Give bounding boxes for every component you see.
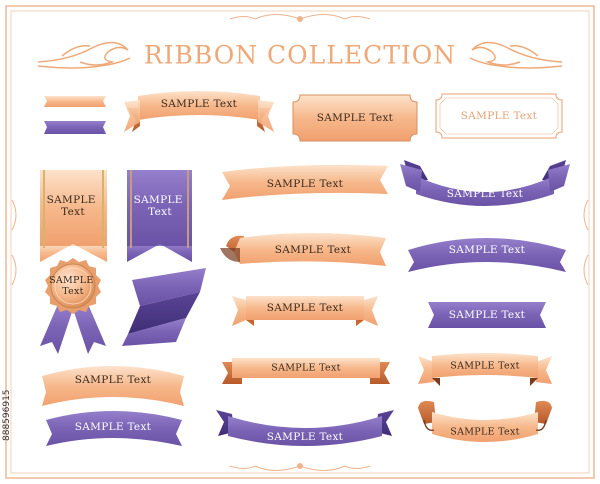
ribbon-smile-purple: SAMPLE Text — [216, 410, 394, 446]
ribbon-wavy-orange: SAMPLE Text — [222, 164, 388, 200]
medal-line: SAMPLE — [49, 275, 94, 286]
ribbon-label: SAMPLE Text — [267, 178, 344, 190]
ribbon-curled-smile-orange: SAMPLE Text — [418, 400, 552, 442]
pennant-orange: SAMPLE Text — [40, 170, 107, 262]
ribbon-label: SAMPLE Text — [161, 98, 238, 110]
ribbon-label: SAMPLE Text — [447, 188, 524, 200]
ribbon-tabbed-orange: SAMPLE Text — [222, 358, 390, 384]
ribbon-label: SAMPLE Text — [461, 110, 538, 122]
title-flourish-right — [469, 41, 563, 69]
ornamental-frame — [5, 5, 595, 479]
ribbon-label: SAMPLE Text — [267, 431, 344, 443]
label-plaque: SAMPLE Text — [292, 94, 418, 142]
ribbon-twisted-purple — [122, 268, 206, 346]
pennant-purple: SAMPLE Text — [127, 170, 192, 262]
tape-swatch-purple — [44, 121, 106, 134]
ribbon-label: SAMPLE Text — [449, 309, 526, 321]
ribbon-curled-orange: SAMPLE Text — [220, 233, 386, 266]
ribbon-label: SAMPLE Text — [49, 275, 97, 297]
ribbon-arch-purple: SAMPLE Text — [408, 238, 566, 272]
frame-bottom-flourish — [229, 463, 371, 471]
ribbon-label: SAMPLE Text — [449, 244, 526, 256]
tape-swatch-orange — [44, 96, 106, 107]
ribbon-label: SAMPLE Text — [317, 112, 394, 124]
ribbon-label: SAMPLE Text — [450, 361, 519, 372]
pennant-line: Text — [61, 206, 85, 218]
pennant-line: SAMPLE — [47, 194, 96, 206]
ribbon-label: SAMPLE Text — [47, 194, 100, 218]
ribbon-label: SAMPLE Text — [267, 302, 344, 314]
frame-side-flourishes — [11, 199, 589, 286]
ribbon-corner-fold-orange: SAMPLE Text — [418, 353, 552, 386]
pennant-line: Text — [148, 206, 172, 218]
stock-id: 888596915 — [2, 389, 12, 441]
title-flourish-left — [37, 41, 131, 69]
ribbon-label: SAMPLE Text — [75, 421, 152, 433]
frame-top-flourish — [229, 14, 371, 22]
pennant-line: SAMPLE — [134, 194, 183, 206]
ribbon-label: SAMPLE Text — [75, 374, 152, 386]
page-title: RIBBON COLLECTION — [144, 41, 456, 70]
ribbon-folded-orange: SAMPLE Text — [232, 296, 378, 326]
ribbon-label: SAMPLE Text — [450, 427, 519, 438]
ribbon-curved-banner: SAMPLE Text — [124, 91, 274, 132]
label-outline-frame: SAMPLE Text — [435, 93, 563, 139]
ribbon-arch-purple-lower: SAMPLE Text — [46, 411, 182, 446]
ribbon-wavy-purple: SAMPLE Text — [400, 160, 570, 206]
ribbon-label: SAMPLE Text — [134, 194, 187, 218]
medal-rosette: SAMPLE Text — [40, 258, 106, 354]
ribbon-label: SAMPLE Text — [275, 244, 352, 256]
ribbon-label: SAMPLE Text — [271, 363, 340, 374]
ribbon-arch-orange: SAMPLE Text — [42, 366, 184, 406]
ribbon-flat-purple: SAMPLE Text — [428, 302, 546, 328]
medal-line: Text — [62, 286, 84, 297]
